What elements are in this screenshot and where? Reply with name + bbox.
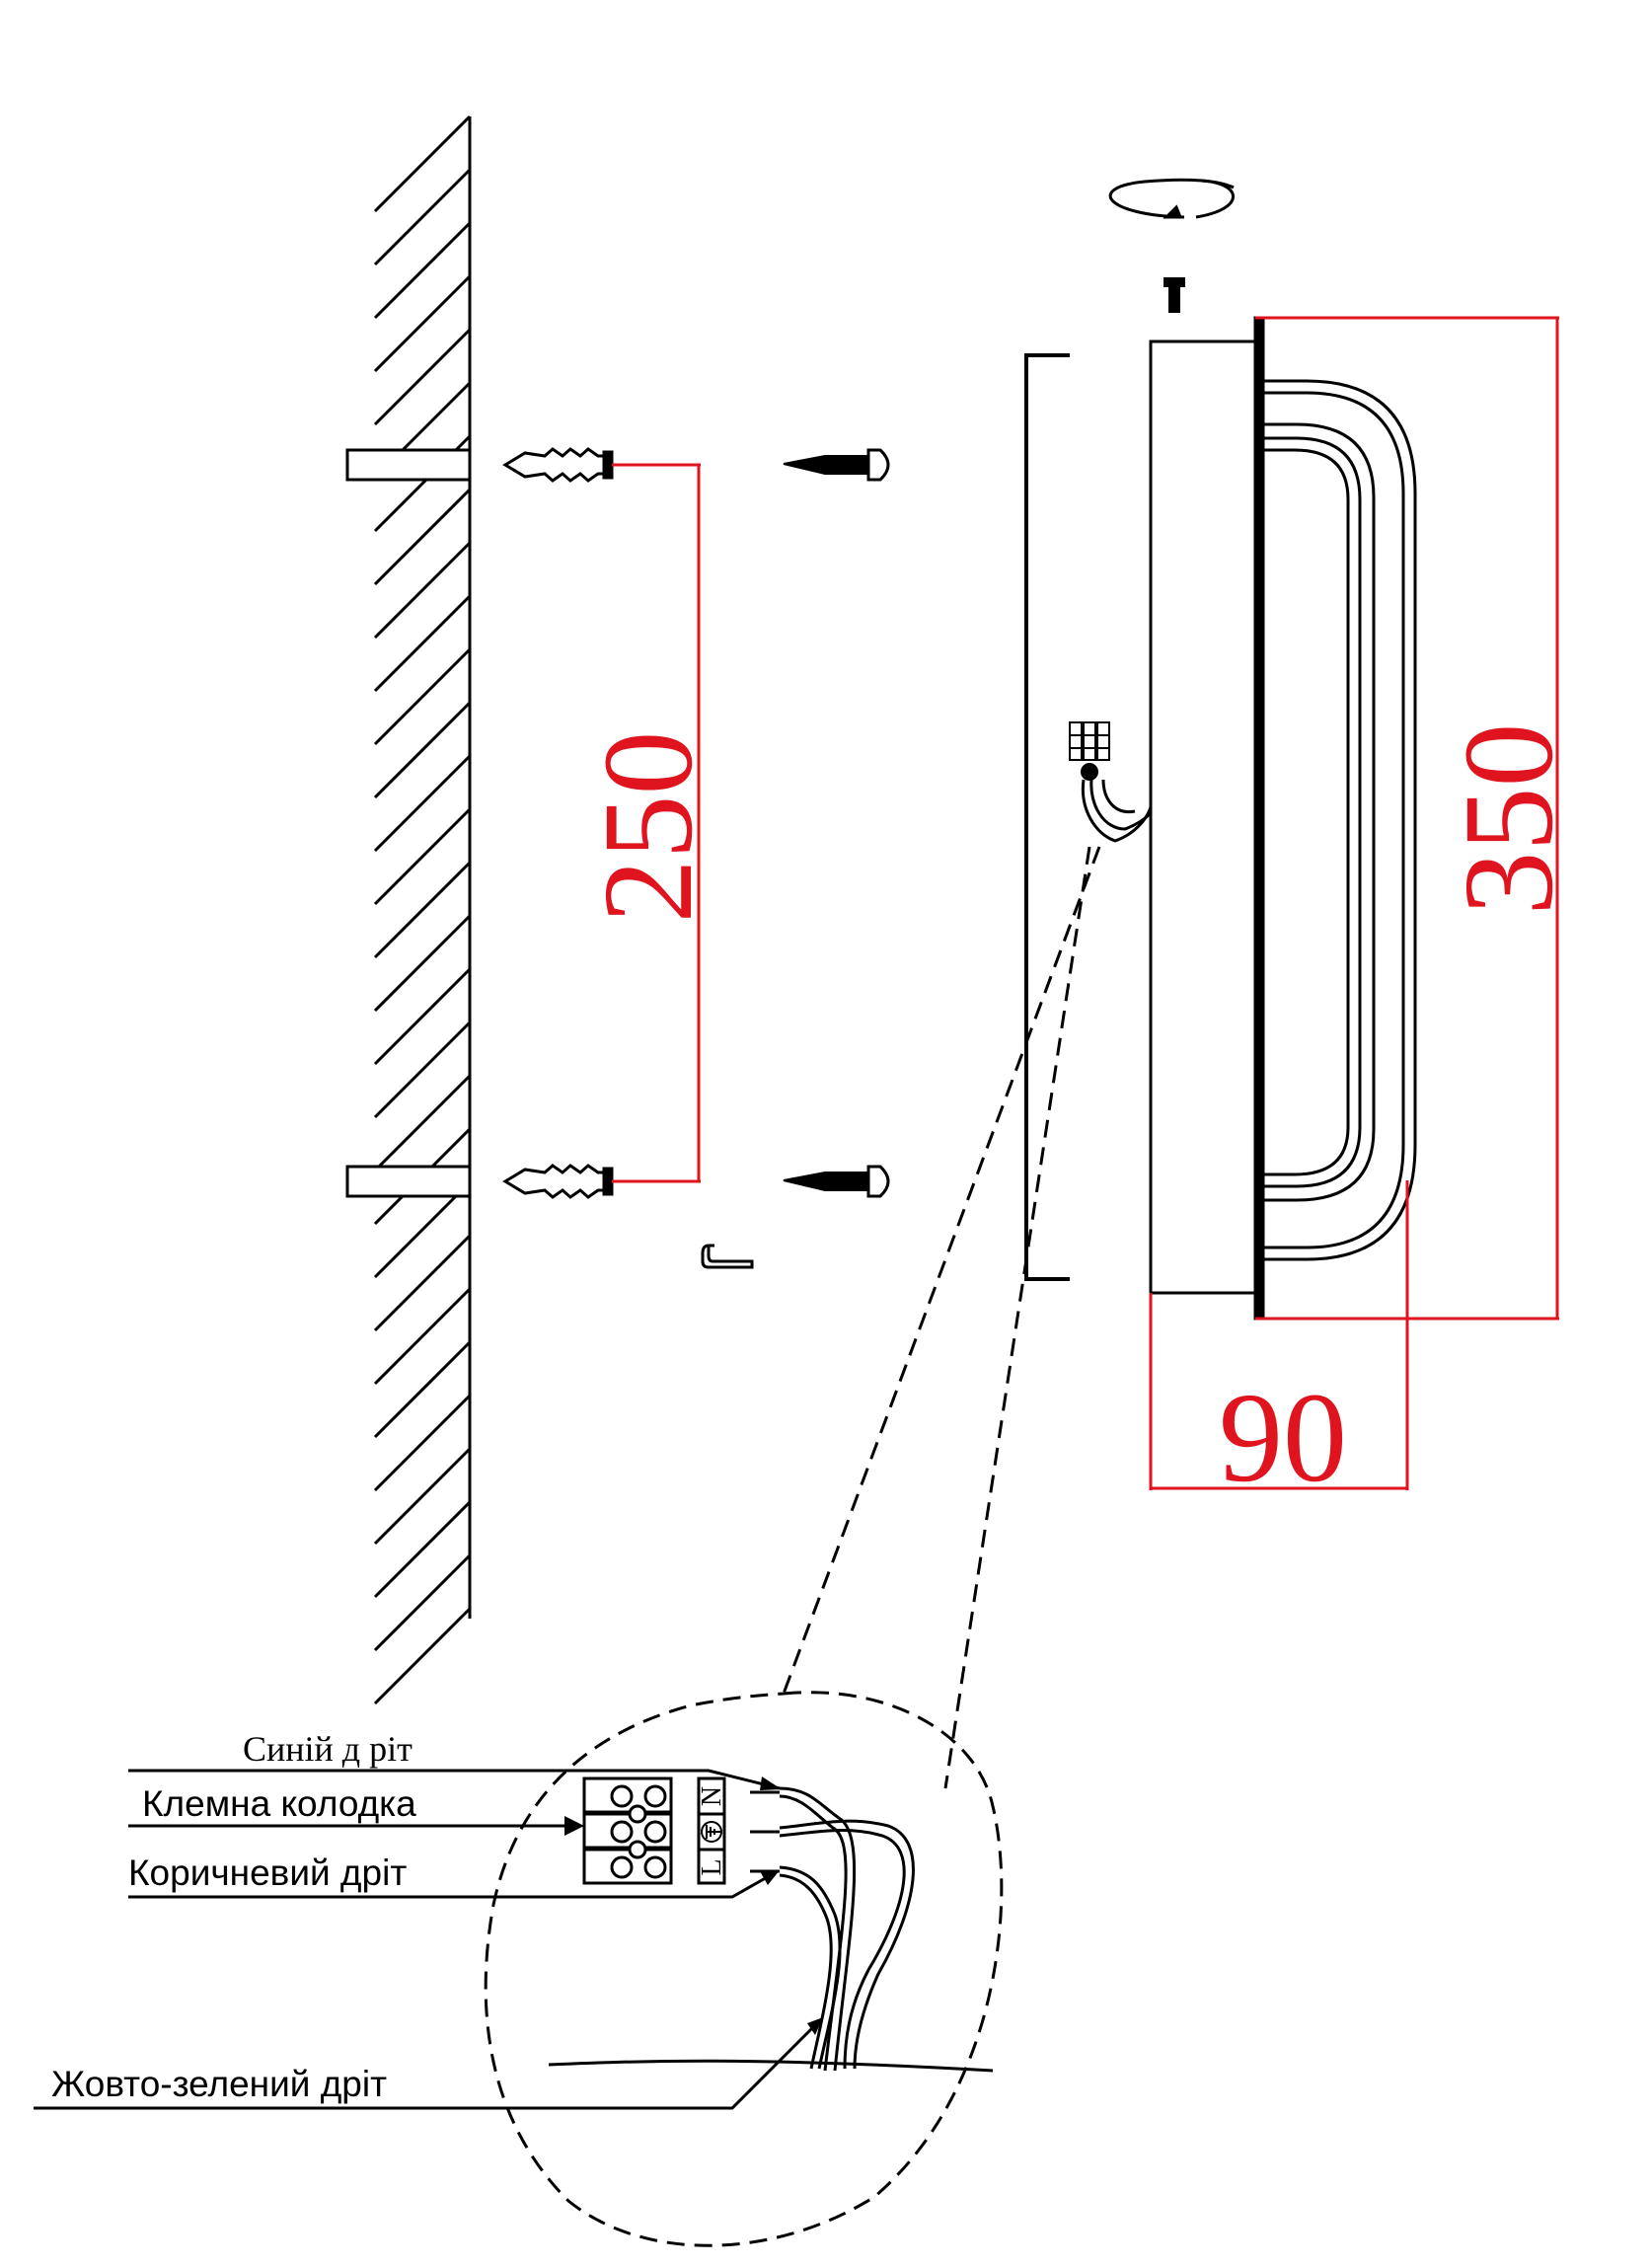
hatch-line [373, 1553, 472, 1652]
terminal-block-small [1069, 721, 1110, 781]
screw-bottom [783, 1165, 890, 1198]
hatch-line [373, 1500, 472, 1599]
hatch-line [373, 1287, 472, 1386]
small-wire-bundle [1081, 779, 1153, 843]
hatch-line [373, 114, 472, 213]
hatch-line [373, 1340, 472, 1439]
cover-screw [1163, 277, 1185, 313]
wall [373, 114, 472, 1705]
hatch-line [373, 168, 472, 266]
diffuser-outline [1263, 379, 1417, 1261]
wall-hole-bottom [345, 1165, 472, 1198]
dimension-250-label: 250 [577, 731, 719, 924]
dimension-lines [612, 316, 1559, 1490]
hatch-line [373, 861, 472, 959]
hatch-line [373, 807, 472, 906]
rotate-arrow-icon [1108, 178, 1235, 219]
hatch-line [373, 1234, 472, 1332]
luminaire-body [1149, 316, 1265, 1321]
hatch-line [373, 221, 472, 320]
callout-terminal-block: Клемна колодка [142, 1783, 416, 1824]
detail-wires [548, 1786, 994, 2073]
callout-blue-wire: Синій д ріт [243, 1729, 413, 1769]
detail-magnifier-circle [484, 1691, 1004, 2247]
hatch-line [373, 1021, 472, 1119]
hatch-line [373, 967, 472, 1066]
hatch-line [373, 541, 472, 640]
dimension-90-label: 90 [1219, 1367, 1347, 1509]
earth-ground-icon [701, 1821, 722, 1843]
wall-hatching [373, 114, 472, 1705]
terminal-block [582, 1777, 726, 1885]
hatch-line [373, 1394, 472, 1492]
hatch-line [373, 1074, 472, 1172]
hatch-line [373, 914, 472, 1013]
terminal-l-label: L [697, 1858, 727, 1875]
callout-brown-wire: Коричневий дріт [128, 1852, 407, 1893]
hatch-line [373, 647, 472, 746]
hatch-line [373, 1180, 472, 1279]
dimension-350-label: 350 [1438, 723, 1580, 916]
hatch-line [373, 488, 472, 586]
wall-hole-top [345, 448, 472, 482]
hatch-line [373, 701, 472, 799]
callout-earth-wire: Жовто-зелений дріт [51, 2064, 387, 2104]
hatch-line [373, 328, 472, 426]
mounting-bracket [1024, 353, 1070, 1281]
detail-leader-lines [484, 846, 1101, 2247]
callout-arrowheads [564, 1777, 823, 2035]
wall-plug-bottom [502, 1164, 614, 1199]
terminal-n-label: N [697, 1786, 727, 1806]
hatch-line [373, 274, 472, 373]
wall-plug-top [502, 447, 614, 483]
hatch-line [373, 1447, 472, 1546]
hex-key-icon [701, 1244, 754, 1269]
hatch-line [373, 594, 472, 693]
callout-leaders [34, 1769, 823, 2110]
hatch-line [373, 1607, 472, 1705]
screw-top [783, 448, 890, 482]
hatch-line [373, 754, 472, 853]
